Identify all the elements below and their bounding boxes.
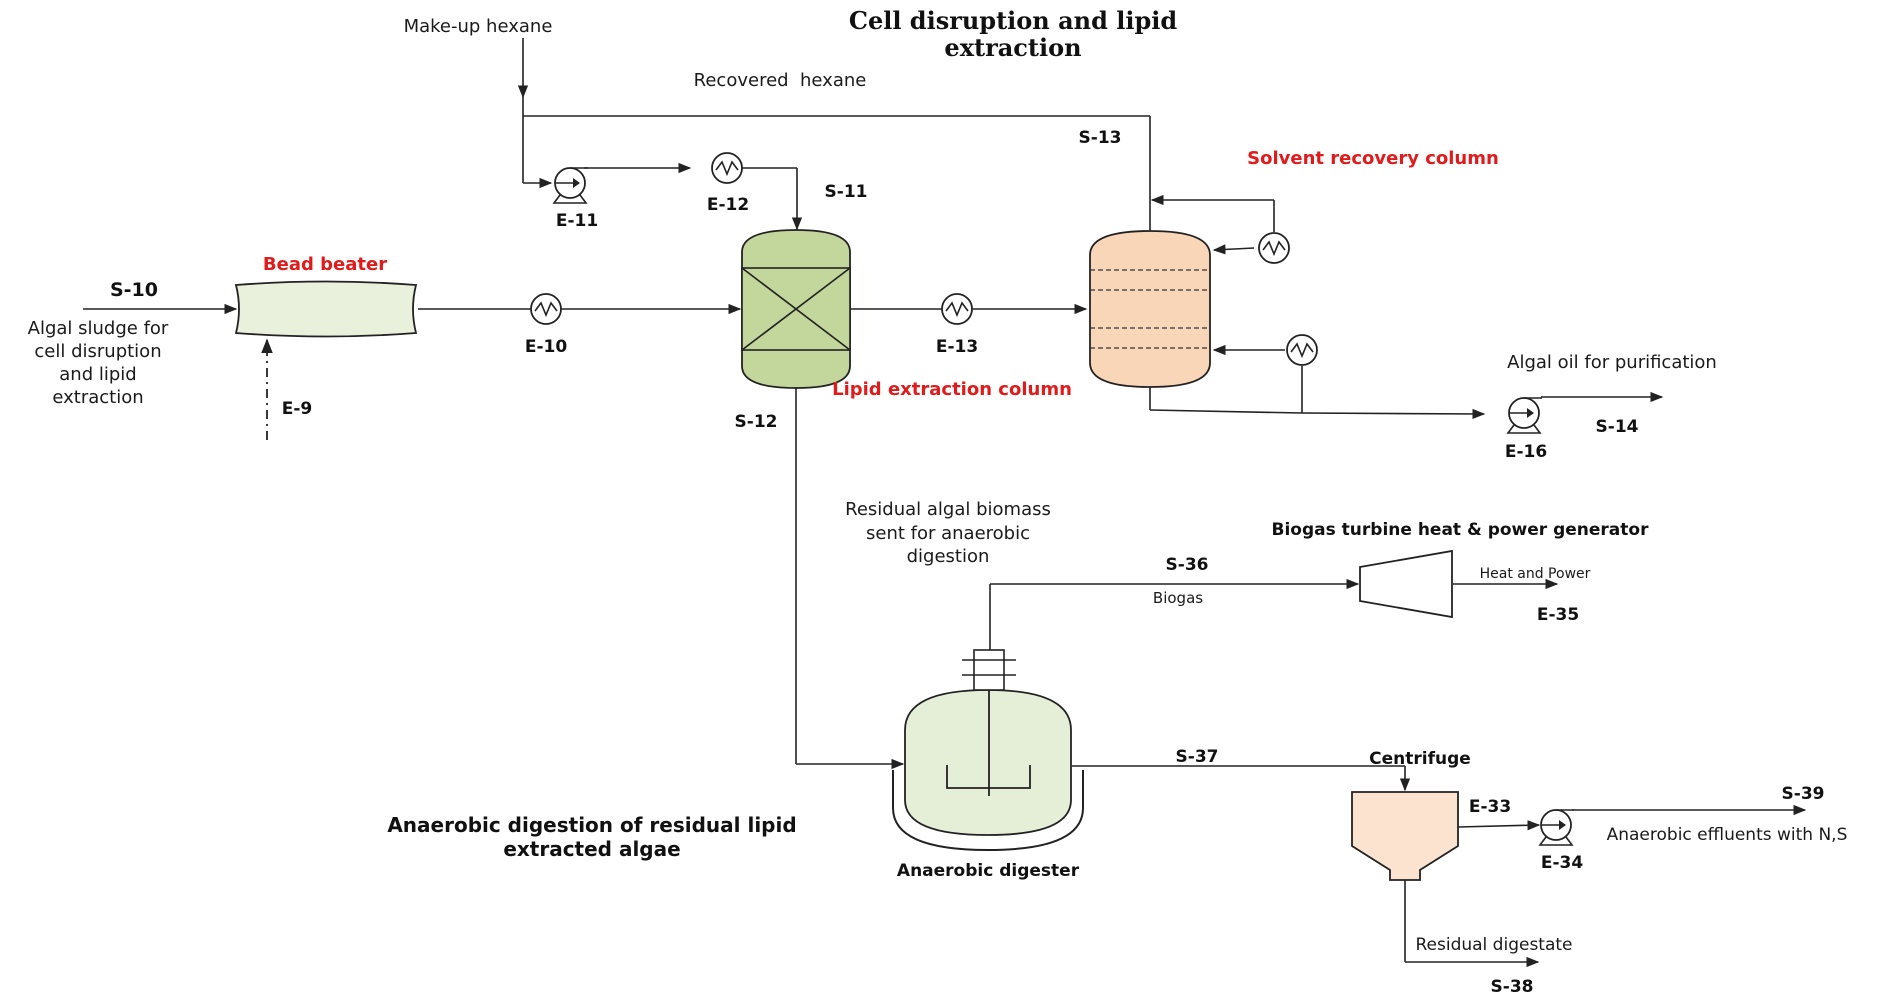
title-top-line2: extraction bbox=[944, 33, 1081, 62]
text-effluents: Anaerobic effluents with N,S bbox=[1607, 825, 1848, 845]
stream-s38: S-38 bbox=[1491, 977, 1534, 995]
text-feed-line3: and lipid bbox=[59, 364, 136, 385]
heat-exchanger-icon bbox=[1286, 334, 1318, 366]
stream-s14: S-14 bbox=[1596, 417, 1639, 437]
bead-beater bbox=[234, 280, 418, 338]
text-recovered-hexane: Recovered hexane bbox=[694, 70, 867, 91]
unit-e33: E-33 bbox=[1469, 797, 1511, 817]
text-feed-line2: cell disruption bbox=[34, 341, 161, 362]
text-algal-oil: Algal oil for purification bbox=[1507, 352, 1717, 373]
pump-icon bbox=[1539, 809, 1575, 846]
heat-exchanger-icon bbox=[530, 293, 562, 325]
stream-s36: S-36 bbox=[1166, 555, 1209, 575]
text-feed-line1: Algal sludge for bbox=[28, 318, 169, 339]
label-turbine: Biogas turbine heat & power generator bbox=[1272, 520, 1650, 540]
title-top-line1: Cell disruption and lipid bbox=[849, 6, 1178, 35]
process-lines bbox=[83, 38, 1807, 968]
anaerobic-digester bbox=[892, 649, 1084, 852]
text-heat-power: Heat and Power bbox=[1480, 566, 1591, 582]
unit-e9: E-9 bbox=[282, 399, 313, 419]
pump-icon bbox=[553, 167, 589, 204]
text-residual-digestate: Residual digestate bbox=[1415, 935, 1572, 955]
unit-e11: E-11 bbox=[556, 211, 598, 231]
text-feed-line4: extraction bbox=[52, 387, 143, 408]
stream-s12: S-12 bbox=[735, 412, 778, 432]
title-bottom-line2: extracted algae bbox=[503, 837, 680, 861]
unit-e13: E-13 bbox=[936, 337, 978, 357]
label-bead-beater: Bead beater bbox=[263, 254, 387, 275]
text-biogas: Biogas bbox=[1153, 589, 1203, 607]
stream-s39: S-39 bbox=[1782, 784, 1825, 804]
heat-exchanger-icon bbox=[711, 152, 743, 184]
label-centrifuge: Centrifuge bbox=[1369, 749, 1471, 769]
centrifuge bbox=[1351, 791, 1459, 881]
text-residual-line3: digestion bbox=[907, 546, 990, 567]
stream-s37: S-37 bbox=[1176, 747, 1219, 767]
label-solvent-column: Solvent recovery column bbox=[1247, 148, 1499, 169]
text-residual-line1: Residual algal biomass bbox=[845, 499, 1051, 520]
stream-s11: S-11 bbox=[825, 182, 868, 202]
stream-s10: S-10 bbox=[110, 279, 158, 301]
unit-e10: E-10 bbox=[525, 337, 567, 357]
agitator-icon bbox=[946, 649, 1031, 796]
solvent-recovery-column bbox=[1089, 230, 1211, 388]
stream-s13: S-13 bbox=[1079, 128, 1122, 148]
unit-e16: E-16 bbox=[1505, 442, 1547, 462]
title-bottom-line1: Anaerobic digestion of residual lipid bbox=[387, 813, 796, 837]
label-lipid-column: Lipid extraction column bbox=[832, 379, 1072, 400]
text-makeup-hexane: Make-up hexane bbox=[404, 16, 553, 37]
heat-exchanger-icon bbox=[941, 293, 973, 325]
pump-icon bbox=[1507, 397, 1543, 434]
lipid-extraction-column bbox=[741, 229, 851, 389]
unit-e34: E-34 bbox=[1541, 853, 1583, 873]
unit-e35: E-35 bbox=[1537, 605, 1579, 625]
heat-exchanger-icon bbox=[1258, 232, 1290, 264]
text-residual-line2: sent for anaerobic bbox=[866, 523, 1030, 544]
label-digester: Anaerobic digester bbox=[897, 861, 1080, 881]
turbine-icon bbox=[1359, 549, 1453, 619]
unit-e12: E-12 bbox=[707, 195, 749, 215]
